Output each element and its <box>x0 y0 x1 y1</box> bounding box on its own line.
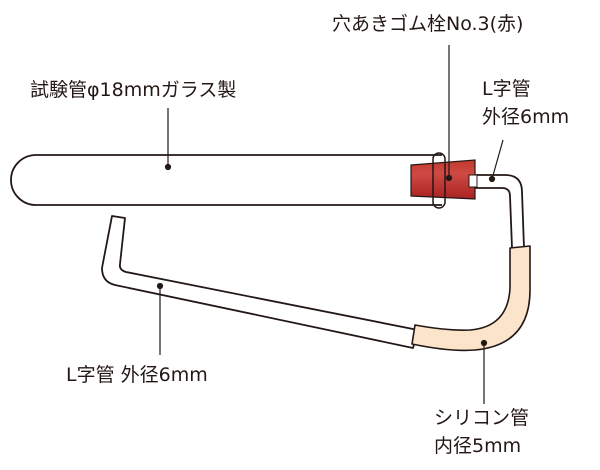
test-tube-leader-dot <box>164 163 172 171</box>
stopper-label: 穴あきゴム栓No.3(赤) <box>332 13 524 35</box>
silicone-tube-label-line2: 内径5mm <box>434 435 522 457</box>
test-tube <box>10 154 442 206</box>
silicone-leader-dot <box>480 339 488 347</box>
stopper-leader-dot <box>445 174 453 182</box>
rubber-stopper <box>410 152 478 209</box>
silicone-tube-label-line1: シリコン管 <box>434 407 530 429</box>
l-tube-upper-leader-dot <box>488 175 496 183</box>
test-tube-label: 試験管φ18mmガラス製 <box>30 79 237 101</box>
l-tube-upper-label-line2: 外径6mm <box>482 106 570 128</box>
silicone-tube <box>411 245 531 352</box>
l-tube-upper-leader <box>491 139 504 180</box>
leader-lines <box>156 45 504 404</box>
l-tube-lower-leader-dot <box>156 282 164 290</box>
l-tube-upper-label-line1: L字管 <box>482 78 531 100</box>
l-tube-lower <box>101 215 419 349</box>
l-tube-lower-label: L字管 外径6mm <box>66 364 208 386</box>
